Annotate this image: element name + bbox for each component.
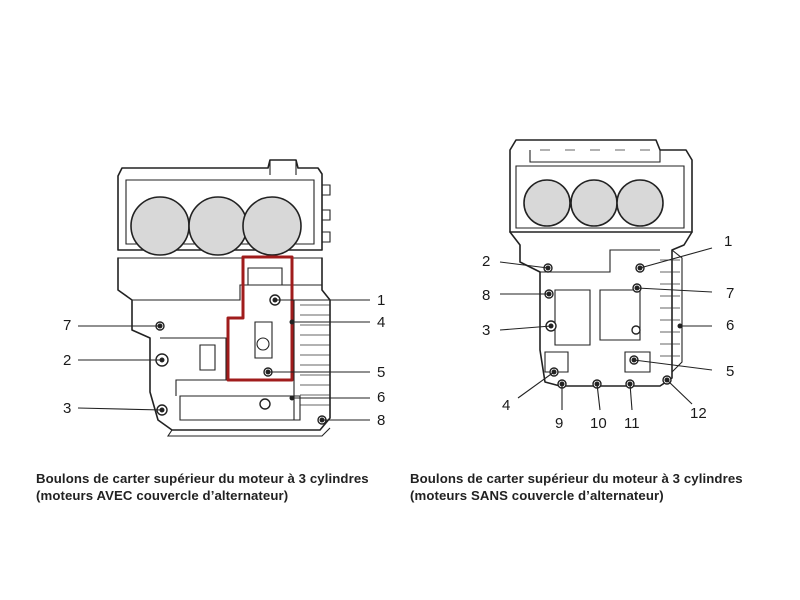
right-label-6: 6 [726,317,734,334]
left-label-2: 2 [63,352,71,369]
left-label-1: 1 [377,292,385,309]
left-caption-line2: (moteurs AVEC couvercle d’alternateur) [36,488,289,503]
left-bolt-6 [259,398,271,410]
left-label-6: 6 [377,389,385,406]
left-leader-lines [77,297,370,423]
right-label-3: 3 [482,322,490,339]
right-caption-line2: (moteurs SANS couvercle d’alternateur) [410,488,664,503]
left-label-7: 7 [63,317,71,334]
highlight-outline [226,255,294,382]
cylinder-1 [130,196,190,256]
cylinder-3 [242,196,302,256]
right-cylinder-3 [616,179,664,227]
right-caption: Boulons de carter supérieur du moteur à … [410,470,743,504]
right-label-12: 12 [690,405,707,422]
right-label-7: 7 [726,285,734,302]
left-caption-line1: Boulons de carter supérieur du moteur à … [36,471,369,486]
right-engine-drawing [509,139,693,389]
left-label-5: 5 [377,364,385,381]
right-caption-line1: Boulons de carter supérieur du moteur à … [410,471,743,486]
cylinder-2 [188,196,248,256]
right-label-5: 5 [726,363,734,380]
right-cylinder-2 [570,179,618,227]
right-label-9: 9 [555,415,563,432]
right-label-8: 8 [482,287,490,304]
right-label-11: 11 [624,415,640,432]
right-label-10: 10 [590,415,607,432]
right-cylinder-1 [523,179,571,227]
left-label-3: 3 [63,400,71,417]
left-label-4: 4 [377,314,385,331]
right-label-2: 2 [482,253,490,270]
left-caption: Boulons de carter supérieur du moteur à … [36,470,369,504]
left-engine-drawing [117,159,331,437]
right-leader-lines [499,247,713,411]
left-label-8: 8 [377,412,385,429]
right-label-4: 4 [502,397,510,414]
right-label-1: 1 [724,233,732,250]
right-bolt-6 [631,325,641,335]
